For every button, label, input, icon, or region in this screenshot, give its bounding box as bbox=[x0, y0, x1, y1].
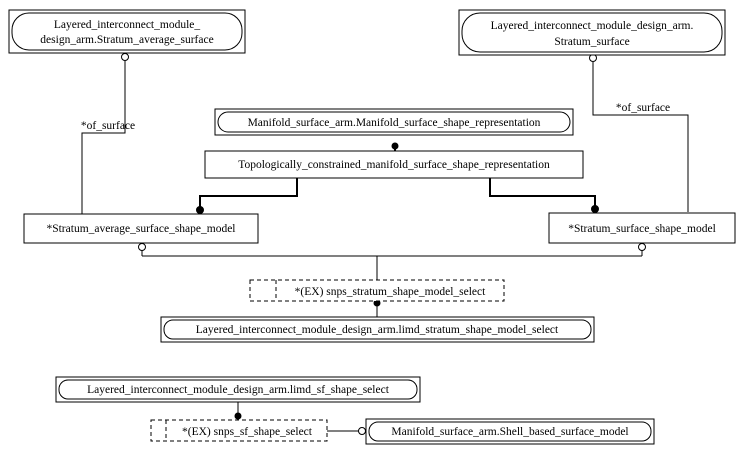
edge-sf-select-shell bbox=[327, 427, 366, 435]
edge-manifold-topo bbox=[391, 142, 399, 151]
open-circle-end bbox=[638, 243, 646, 251]
open-circle-end bbox=[138, 243, 146, 251]
node-label: Topologically_constrained_manifold_surfa… bbox=[238, 159, 550, 171]
node-label-line2: Stratum_surface bbox=[554, 36, 629, 48]
node-snps-sf-shape-select[interactable]: *(EX) snps_sf_shape_select bbox=[150, 419, 328, 442]
node-label: Layered_interconnect_module_design_arm.l… bbox=[196, 324, 559, 336]
node-snps-stratum-shape-model-select[interactable]: *(EX) snps_stratum_shape_model_select bbox=[249, 279, 505, 302]
node-stratum-average-surface-shape-model[interactable]: *Stratum_average_surface_shape_model bbox=[23, 213, 259, 244]
edge-of-surface-right bbox=[589, 54, 689, 212]
edge-stratum-select-limd bbox=[373, 299, 381, 317]
node-label: *(EX) snps_stratum_shape_model_select bbox=[295, 286, 486, 298]
node-label-line2: design_arm.Stratum_average_surface bbox=[40, 34, 213, 46]
node-label-line1: Layered_interconnect_module_design_arm. bbox=[491, 20, 694, 32]
edge-label-of-surface-right: *of_surface bbox=[616, 102, 670, 114]
node-limd-sf-shape-select[interactable]: Layered_interconnect_module_design_arm.l… bbox=[55, 376, 421, 403]
filled-circle-end bbox=[234, 412, 242, 420]
node-manifold-surface-shape-representation[interactable]: Manifold_surface_arm.Manifold_surface_sh… bbox=[214, 108, 574, 136]
node-label: Layered_interconnect_module_design_arm.l… bbox=[87, 384, 390, 396]
edge-of-surface-left bbox=[81, 53, 129, 214]
node-label-line1: Layered_interconnect_module_ bbox=[54, 19, 200, 31]
node-limd-stratum-shape-model-select[interactable]: Layered_interconnect_module_design_arm.l… bbox=[160, 316, 595, 343]
edge-limd-sf-select bbox=[234, 400, 242, 420]
node-stratum-surface-shape-model[interactable]: *Stratum_surface_shape_model bbox=[548, 212, 736, 244]
filled-circle-end bbox=[591, 205, 599, 213]
edge-topo-avg-model bbox=[196, 178, 298, 214]
node-topologically-constrained-representation[interactable]: Topologically_constrained_manifold_surfa… bbox=[204, 150, 584, 179]
node-label: *Stratum_surface_shape_model bbox=[568, 223, 716, 235]
open-circle-end bbox=[121, 53, 129, 61]
edge-topo-surface-model bbox=[489, 178, 599, 213]
node-stratum-surface[interactable]: Layered_interconnect_module_design_arm. … bbox=[458, 9, 726, 56]
node-label: Manifold_surface_arm.Shell_based_surface… bbox=[391, 426, 628, 438]
filled-circle-end bbox=[391, 142, 399, 150]
open-circle-end bbox=[358, 427, 366, 435]
node-label: Manifold_surface_arm.Manifold_surface_sh… bbox=[248, 117, 541, 129]
filled-circle-end bbox=[196, 206, 204, 214]
node-stratum-average-surface[interactable]: Layered_interconnect_module_ design_arm.… bbox=[8, 9, 246, 54]
edge-select-tree bbox=[138, 243, 646, 280]
node-shell-based-surface-model[interactable]: Manifold_surface_arm.Shell_based_surface… bbox=[365, 418, 655, 445]
edge-label-of-surface-left: *of_surface bbox=[81, 120, 135, 132]
open-circle-end bbox=[589, 54, 597, 62]
node-label: *(EX) snps_sf_shape_select bbox=[182, 426, 313, 438]
node-label: *Stratum_average_surface_shape_model bbox=[46, 223, 235, 235]
